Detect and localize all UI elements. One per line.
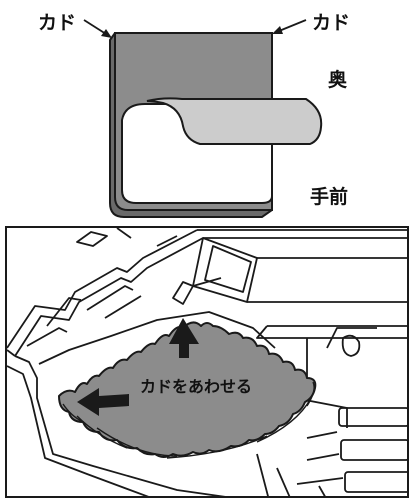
label-corner-left: カド [38,12,77,34]
label-back: 奥 [328,69,348,91]
peeled-flap [146,97,323,145]
wavy-sheet [58,321,317,459]
label-align-corners: カドをあわせる [140,377,253,396]
tray-rim [7,229,407,496]
arrow-right-icon [83,19,112,38]
tray-illustration-panel [5,226,409,498]
label-front: 手前 [310,186,349,208]
arrow-left-icon [77,388,129,416]
sheet-fold-illustration [83,19,323,218]
arrow-left-icon [272,19,307,34]
label-corner-right: カド [312,12,351,34]
tray-illustration [7,228,407,496]
arrow-up-icon [169,318,199,358]
